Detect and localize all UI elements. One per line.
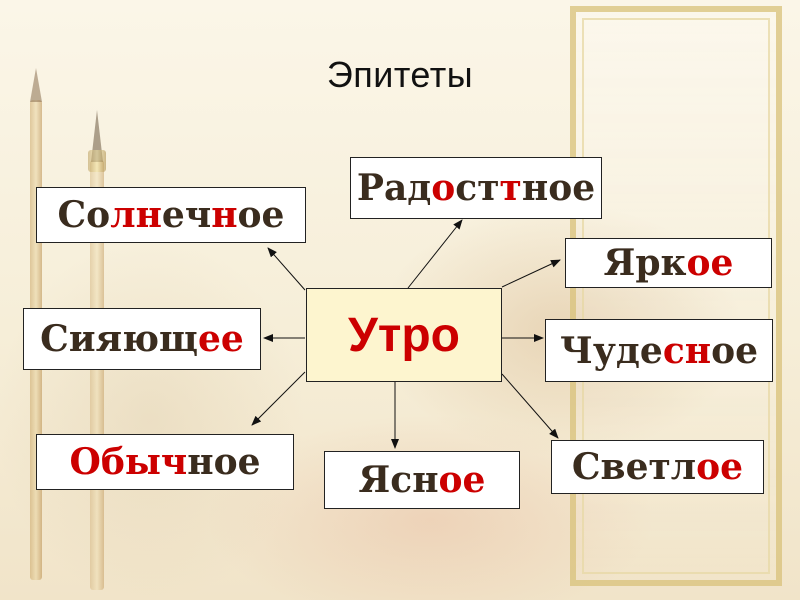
epithet-box-solnechnoe: Солнечное xyxy=(36,187,306,243)
word-letters: Чуде xyxy=(559,329,663,372)
epithet-box-yasnoe: Ясное xyxy=(324,451,520,509)
highlighted-letters: ое xyxy=(696,446,744,488)
center-word-box: Утро xyxy=(306,288,502,382)
word-letters: Ясн xyxy=(358,459,439,501)
word-letters: Сияющ xyxy=(40,318,198,360)
epithet-box-chudesnoe: Чудесное xyxy=(545,319,773,382)
arrow-to-solnechnoe xyxy=(267,247,306,291)
arrow-to-svetloe xyxy=(501,373,559,439)
word-letters: ое xyxy=(237,194,285,236)
word-letters: ное xyxy=(521,167,596,209)
highlighted-letters: Обыч xyxy=(69,441,188,483)
epithet-word-siyayushchee: Сияющее xyxy=(40,318,244,360)
paintbrush-tip-decoration xyxy=(91,110,103,162)
highlighted-letters: ое xyxy=(686,242,734,284)
epithet-word-radostnoe: Радосттное xyxy=(357,167,595,209)
epithet-word-svetloe: Светлое xyxy=(572,446,743,488)
word-letters: Рад xyxy=(356,167,432,209)
epithet-word-solnechnoe: Солнечное xyxy=(58,194,285,236)
epithet-box-svetloe: Светлое xyxy=(551,440,764,494)
epithet-word-chudesnoe: Чудесное xyxy=(560,330,758,372)
epithet-box-yarkoe: Яркое xyxy=(565,238,772,288)
highlighted-letters: н xyxy=(211,194,238,236)
word-letters: ст xyxy=(455,167,500,209)
highlighted-letters: лн xyxy=(110,194,162,236)
arrow-to-obychnoe xyxy=(251,371,306,426)
slide-title: Эпитеты xyxy=(326,54,474,95)
word-letters: ое xyxy=(213,441,261,483)
center-word: Утро xyxy=(347,308,460,362)
word-letters: Со xyxy=(57,194,111,236)
word-letters: н xyxy=(187,441,214,483)
arrow-to-yarkoe xyxy=(501,259,561,288)
word-letters: Светл xyxy=(571,446,697,488)
paintbrush-ferrule-decoration xyxy=(88,150,106,172)
arrow-to-radostnoe xyxy=(407,219,463,289)
highlighted-letters: ее xyxy=(198,318,244,360)
epithet-word-yasnoe: Ясное xyxy=(359,459,486,501)
highlighted-letters: т xyxy=(499,167,522,209)
paintbrush-tip-decoration xyxy=(30,68,42,102)
word-letters: еч xyxy=(161,194,212,236)
epithet-box-siyayushchee: Сияющее xyxy=(23,308,261,370)
epithet-box-radostnoe: Радосттное xyxy=(350,157,602,219)
highlighted-letters: ое xyxy=(438,459,486,501)
epithet-word-obychnoe: Обычное xyxy=(69,441,260,483)
highlighted-letters: о xyxy=(431,167,456,209)
word-letters: ое xyxy=(711,329,759,372)
highlighted-letters: сн xyxy=(662,329,712,372)
epithet-word-yarkoe: Яркое xyxy=(604,242,734,284)
word-letters: Ярк xyxy=(603,242,687,284)
epithet-box-obychnoe: Обычное xyxy=(36,434,294,490)
